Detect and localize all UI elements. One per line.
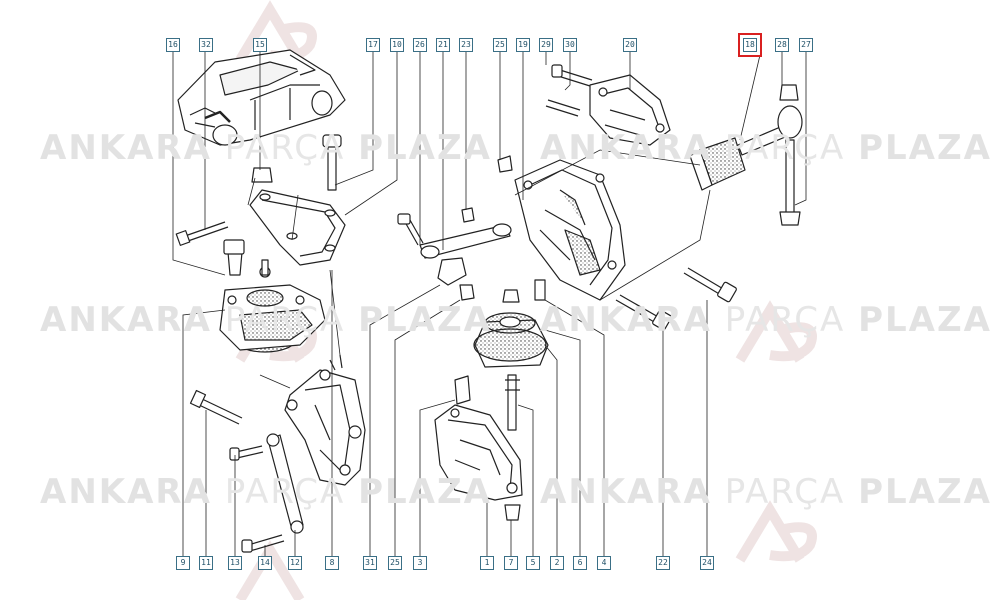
callout-part-25-top[interactable]: 25 [493,38,507,52]
lower-center-bracket [434,375,523,521]
callout-part-29[interactable]: 29 [539,38,553,52]
left-lower-bracket [284,354,366,486]
center-link-rod [397,207,512,301]
callout-part-23[interactable]: 23 [459,38,473,52]
callout-part-1[interactable]: 1 [480,556,494,570]
callout-part-28[interactable]: 28 [775,38,789,52]
left-bolts [175,134,342,276]
watermark-row-4: ANKARA PARÇA PLAZA [540,300,992,340]
callout-part-17[interactable]: 17 [366,38,380,52]
callout-part-24[interactable]: 24 [700,556,714,570]
callout-part-32[interactable]: 32 [199,38,213,52]
callout-part-21[interactable]: 21 [436,38,450,52]
callout-part-31[interactable]: 31 [363,556,377,570]
watermark-row-5: ANKARA PARÇA PLAZA [40,472,492,512]
center-upper-bracket [497,155,626,301]
upper-left-bracket [249,189,346,266]
callout-part-10[interactable]: 10 [390,38,404,52]
right-long-bolts [615,267,737,331]
left-lower-bolts [189,389,285,553]
torque-rod-highlighted [689,84,803,226]
leader-lines [172,50,807,556]
callout-part-4[interactable]: 4 [597,556,611,570]
callout-part-27[interactable]: 27 [799,38,813,52]
callout-part-30[interactable]: 30 [563,38,577,52]
callout-part-13[interactable]: 13 [228,556,242,570]
callout-part-16[interactable]: 16 [166,38,180,52]
callout-part-15[interactable]: 15 [253,38,267,52]
watermark-row-1: ANKARA PARÇA PLAZA [40,128,492,168]
upper-right-bracket [545,64,671,146]
callout-part-3[interactable]: 3 [413,556,427,570]
callout-part-5[interactable]: 5 [526,556,540,570]
callout-part-8[interactable]: 8 [325,556,339,570]
callout-part-12[interactable]: 12 [288,556,302,570]
callout-part-9[interactable]: 9 [176,556,190,570]
watermark-row-6: ANKARA PARÇA PLAZA [540,472,992,512]
left-link-rod [266,433,304,534]
callout-part-7[interactable]: 7 [504,556,518,570]
callout-part-18-highlighted[interactable]: 18 [738,33,762,57]
callout-part-25-bottom[interactable]: 25 [388,556,402,570]
watermark-row-2: ANKARA PARÇA PLAZA [540,128,992,168]
center-rubber-mount [473,279,549,431]
car-illustration [177,49,346,146]
callout-part-26[interactable]: 26 [413,38,427,52]
left-engine-mount [219,259,326,353]
callout-part-2[interactable]: 2 [550,556,564,570]
callout-part-22[interactable]: 22 [656,556,670,570]
callout-part-11[interactable]: 11 [199,556,213,570]
watermark-row-3: ANKARA PARÇA PLAZA [40,300,492,340]
callout-part-6[interactable]: 6 [573,556,587,570]
callout-part-20[interactable]: 20 [623,38,637,52]
part-drawings [175,49,803,553]
callout-part-14[interactable]: 14 [258,556,272,570]
callout-part-19[interactable]: 19 [516,38,530,52]
